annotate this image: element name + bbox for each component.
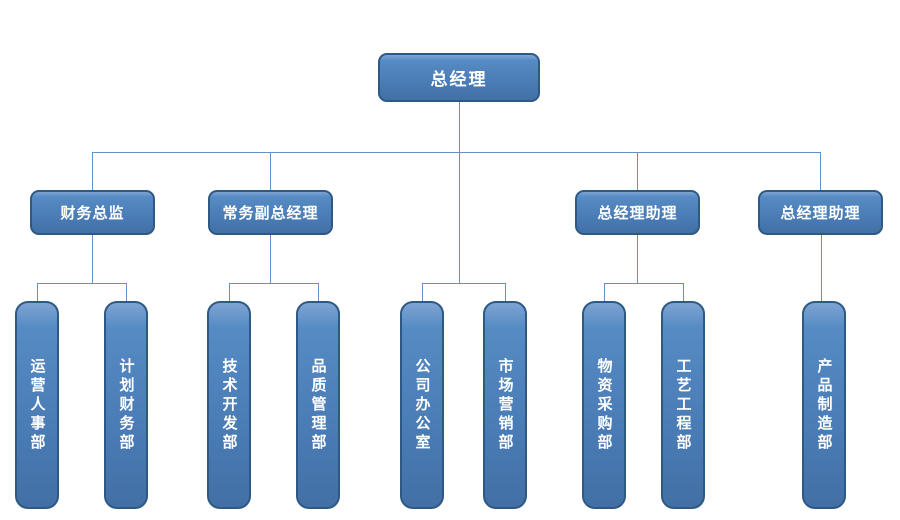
connector-drop-dept-6 <box>505 283 506 301</box>
connector-drop-dept-8 <box>683 283 684 301</box>
org-node-dept-planning-finance[interactable]: 计划财务部 <box>104 301 148 509</box>
connector-drop-manager-1 <box>92 152 93 190</box>
org-node-dept-process-engineering[interactable]: 工艺工程部 <box>661 301 705 509</box>
org-node-executive-deputy-gm[interactable]: 常务副总经理 <box>208 190 333 235</box>
connector-drop-dept-2 <box>126 283 127 301</box>
connector-manager4-down <box>821 235 822 301</box>
connector-drop-manager-4 <box>820 152 821 190</box>
connector-drop-dept-7 <box>604 283 605 301</box>
org-node-dept-material-purchasing[interactable]: 物资采购部 <box>582 301 626 509</box>
connector-drop-dept-4 <box>318 283 319 301</box>
connector-drop-dept-3 <box>229 283 230 301</box>
org-node-general-manager[interactable]: 总经理 <box>378 53 540 102</box>
connector-subbus-4 <box>604 283 683 284</box>
connector-drop-manager-2 <box>270 152 271 190</box>
connector-main-bus <box>92 152 821 153</box>
connector-manager2-down <box>270 235 271 283</box>
org-node-gm-assistant-1[interactable]: 总经理助理 <box>575 190 700 235</box>
org-node-dept-company-office[interactable]: 公司办公室 <box>400 301 444 509</box>
connector-drop-manager-3 <box>637 152 638 190</box>
connector-manager3-down <box>637 235 638 283</box>
org-node-dept-quality-management[interactable]: 品质管理部 <box>296 301 340 509</box>
org-node-dept-operations-hr[interactable]: 运营人事部 <box>15 301 59 509</box>
connector-subbus-2 <box>229 283 318 284</box>
org-node-gm-assistant-2[interactable]: 总经理助理 <box>758 190 883 235</box>
connector-manager1-down <box>92 235 93 283</box>
connector-root-down <box>459 102 460 152</box>
connector-subbus-3 <box>422 283 505 284</box>
connector-subbus-1 <box>37 283 126 284</box>
connector-drop-dept-1 <box>37 283 38 301</box>
org-node-finance-director[interactable]: 财务总监 <box>30 190 155 235</box>
connector-drop-dept-5 <box>422 283 423 301</box>
org-node-dept-product-manufacturing[interactable]: 产品制造部 <box>802 301 846 509</box>
org-node-dept-marketing[interactable]: 市场营销部 <box>483 301 527 509</box>
connector-center-down <box>459 152 460 283</box>
org-node-dept-tech-development[interactable]: 技术开发部 <box>207 301 251 509</box>
